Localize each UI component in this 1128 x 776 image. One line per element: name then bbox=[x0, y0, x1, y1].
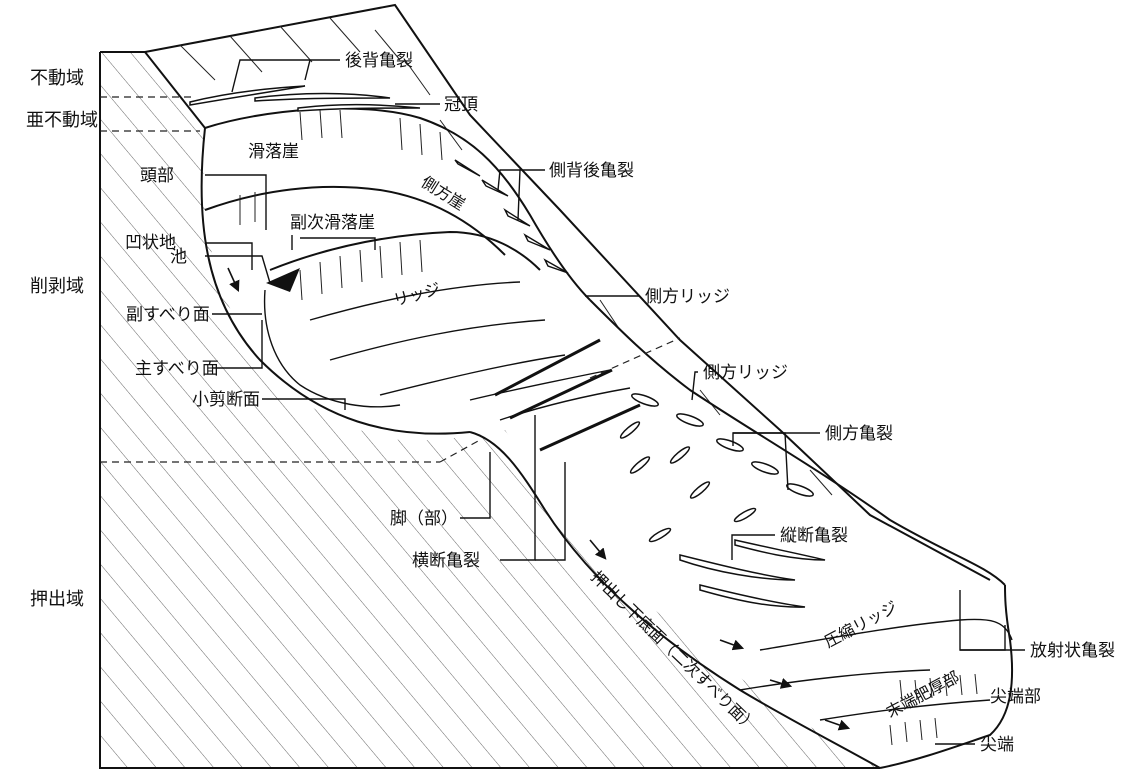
label-tobu: 頭部 bbox=[140, 166, 174, 186]
label-fuku-suberimen: 副すべり面 bbox=[126, 305, 210, 325]
label-sokuhogai: 側方崖 bbox=[418, 172, 469, 214]
label-fudoiki: 不動域 bbox=[30, 68, 84, 89]
label-mattan-hikoubu: 末端肥厚部 bbox=[883, 667, 963, 721]
label-kyaku: 脚（部） bbox=[390, 509, 458, 529]
label-judan-kiretsu: 縦断亀裂 bbox=[780, 526, 848, 546]
label-oujochi: 凹状地 bbox=[125, 233, 176, 253]
label-shosen-danmen: 小剪断面 bbox=[192, 390, 260, 410]
label-fukuji-katsurakugai: 副次滑落崖 bbox=[290, 213, 375, 233]
label-sentanbu: 尖端部 bbox=[990, 687, 1041, 707]
label-sakuhakuiki: 削剥域 bbox=[30, 276, 84, 297]
label-kancho: 冠頂 bbox=[444, 95, 478, 115]
leader-lines bbox=[205, 59, 1025, 745]
label-sokuhai-kiretsu: 側背後亀裂 bbox=[549, 161, 634, 181]
slope-surface bbox=[144, 3, 991, 581]
label-oudan-kiretsu: 横断亀裂 bbox=[412, 551, 480, 571]
label-ridge: リッジ bbox=[391, 279, 442, 310]
label-sokuho-ridge-2: 側方リッジ bbox=[703, 363, 788, 383]
landslide-body bbox=[189, 85, 1014, 769]
label-asshuku-ridge: 圧縮リッジ bbox=[821, 597, 901, 651]
label-katsurakugai: 滑落崖 bbox=[248, 142, 299, 162]
label-shu-suberimen: 主すべり面 bbox=[135, 359, 219, 379]
label-sokuho-kiretsu: 側方亀裂 bbox=[825, 424, 893, 444]
label-hoshajo-kiretsu: 放射状亀裂 bbox=[1030, 641, 1115, 661]
label-sokuho-ridge-1: 側方リッジ bbox=[645, 287, 730, 307]
label-oshidashiiki: 押出域 bbox=[30, 589, 84, 610]
label-afudoiki: 亜不動域 bbox=[26, 110, 98, 131]
label-koukai-kiretsu: 後背亀裂 bbox=[345, 51, 413, 71]
label-ike: 池 bbox=[170, 247, 187, 267]
cross-section-block bbox=[99, 51, 880, 769]
zone-boundaries bbox=[100, 96, 681, 463]
label-sentan: 尖端 bbox=[980, 735, 1014, 755]
